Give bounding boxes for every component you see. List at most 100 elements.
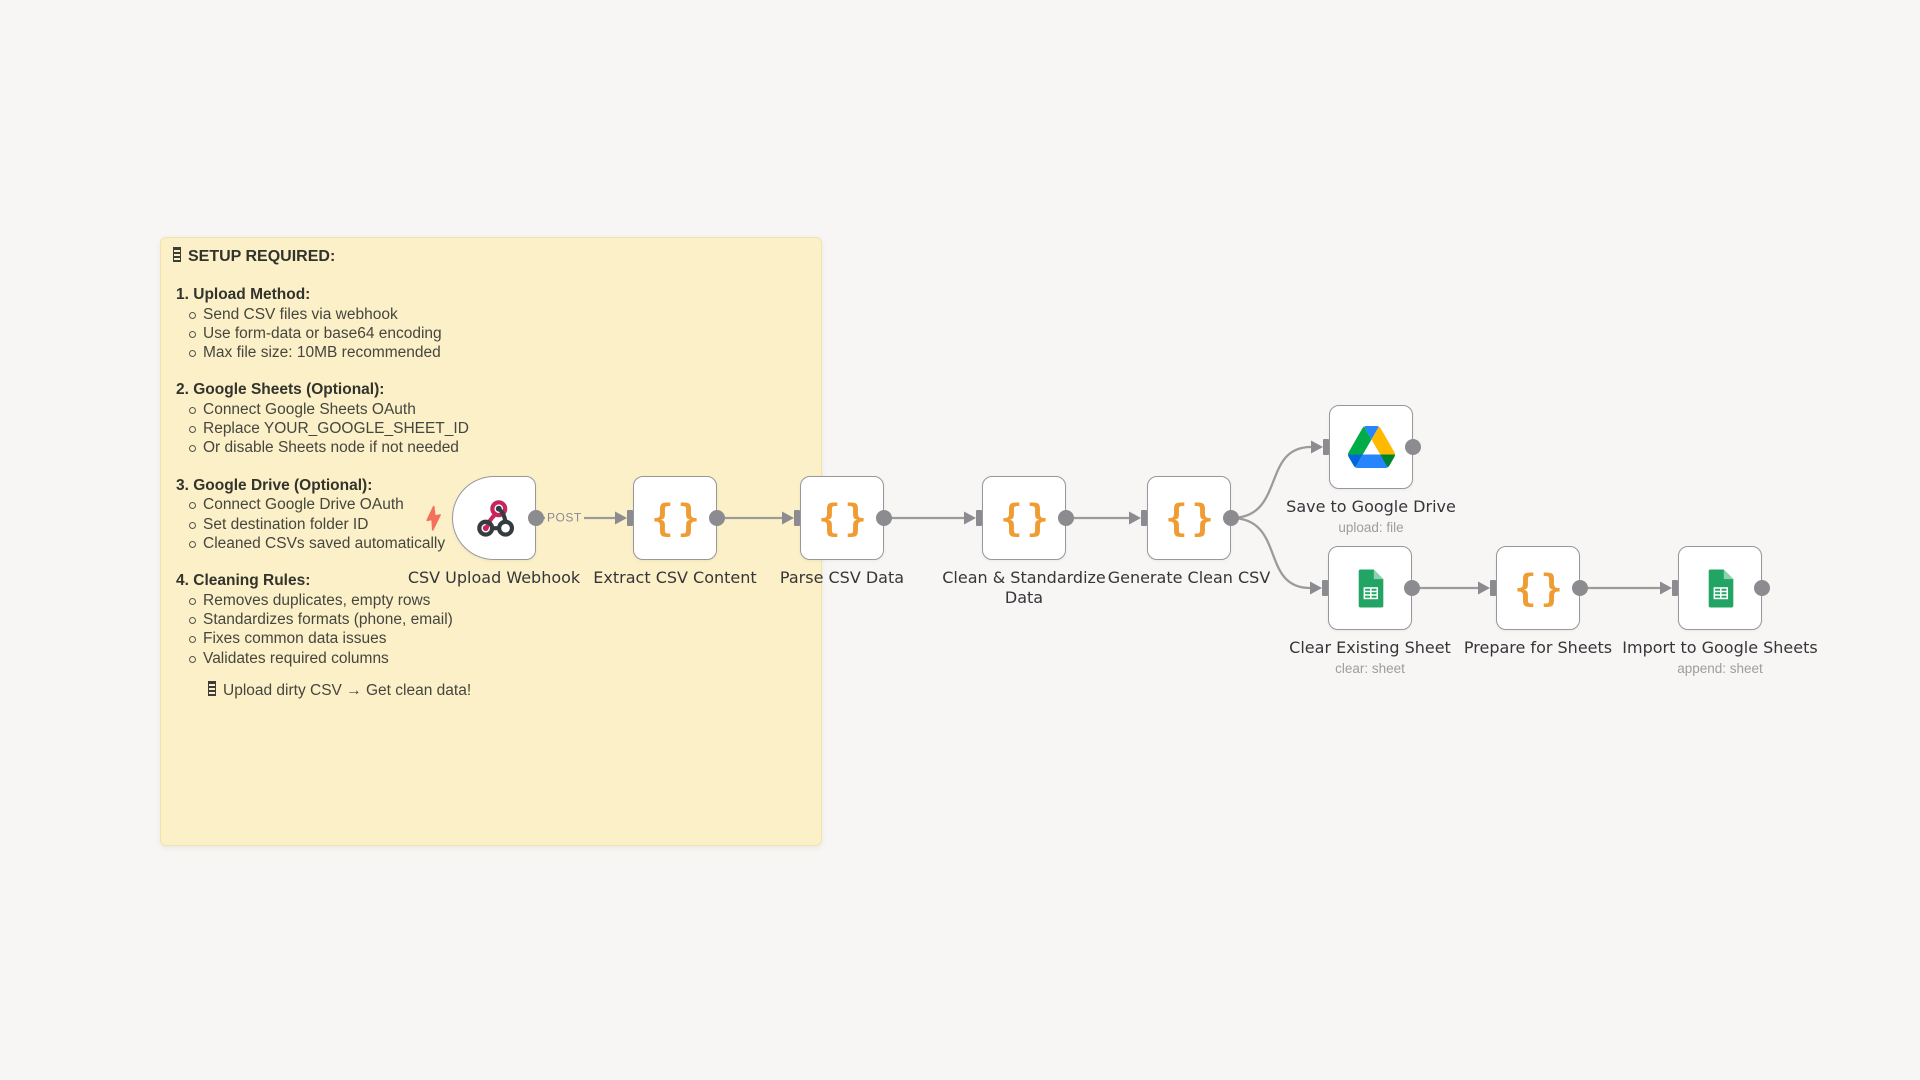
input-port-generate-clean-csv[interactable] (1141, 510, 1147, 526)
code-icon: {} (651, 496, 704, 540)
sticky-title-text: SETUP REQUIRED: (188, 248, 336, 265)
setup-bullet: Connect Google Sheets OAuth (173, 400, 809, 419)
output-port-parse-csv-data[interactable] (876, 510, 892, 526)
output-port-save-to-google-drive[interactable] (1405, 439, 1421, 455)
setup-section-name: Google Drive (Optional): (193, 476, 373, 494)
sticky-note-footer: Upload dirty CSV → Get clean data! (208, 680, 809, 700)
output-port-generate-clean-csv[interactable] (1223, 510, 1239, 526)
node-box[interactable] (1678, 546, 1762, 630)
setup-bullet: Validates required columns (173, 649, 809, 668)
connection-arrowhead (964, 511, 976, 525)
input-port-extract-csv-content[interactable] (627, 510, 633, 526)
workflow-node-csv-upload-webhook[interactable]: CSV Upload Webhook (408, 476, 580, 587)
setup-section-name: Cleaning Rules: (193, 572, 311, 590)
setup-section-number: 2. (176, 381, 189, 399)
node-box[interactable] (452, 476, 536, 560)
workflow-node-prepare-for-sheets[interactable]: {} Prepare for Sheets (1464, 546, 1612, 657)
node-label: Generate Clean CSV (1107, 568, 1271, 587)
google-sheets-icon (1350, 568, 1391, 609)
output-port-prepare-for-sheets[interactable] (1572, 580, 1588, 596)
code-icon: {} (1165, 496, 1218, 540)
node-subtitle: append: sheet (1677, 661, 1763, 676)
node-label: Clear Existing Sheet (1289, 638, 1451, 657)
code-icon: {} (818, 496, 871, 540)
setup-bullet: Or disable Sheets node if not needed (173, 438, 809, 457)
input-port-prepare-for-sheets[interactable] (1490, 580, 1496, 596)
node-caption: Parse CSV Data (727, 568, 957, 588)
workflow-node-import-to-google-sheets[interactable]: Import to Google Sheets append: sheet (1622, 546, 1818, 676)
code-icon: {} (1514, 566, 1567, 610)
node-label: Parse CSV Data (779, 568, 905, 587)
output-port-extract-csv-content[interactable] (709, 510, 725, 526)
node-box[interactable]: {} (800, 476, 884, 560)
node-box[interactable]: {} (633, 476, 717, 560)
node-box[interactable]: {} (982, 476, 1066, 560)
code-icon: {} (1000, 496, 1053, 540)
node-box[interactable]: {} (1496, 546, 1580, 630)
missing-glyph-icon (208, 680, 216, 696)
input-port-clean-standardize-data[interactable] (976, 510, 982, 526)
missing-glyph-icon (173, 247, 181, 262)
setup-section-1: 1. Upload Method: Send CSV files via web… (173, 285, 809, 362)
output-port-csv-upload-webhook[interactable] (528, 510, 544, 526)
output-port-clean-standardize-data[interactable] (1058, 510, 1074, 526)
workflow-node-clear-existing-sheet[interactable]: Clear Existing Sheet clear: sheet (1289, 546, 1451, 676)
node-label: Clean & Standardize Data (942, 568, 1106, 607)
node-box[interactable] (1328, 546, 1412, 630)
connection-label-post: POST (545, 510, 584, 525)
connection-arrowhead (1660, 581, 1672, 595)
connection-arrowhead (1310, 581, 1322, 595)
setup-bullet: Cleaned CSVs saved automatically (173, 534, 809, 553)
setup-bullet: Removes duplicates, empty rows (173, 591, 809, 610)
node-caption: Clear Existing Sheet clear: sheet (1255, 638, 1485, 676)
node-caption: CSV Upload Webhook (379, 568, 609, 588)
workflow-node-clean-standardize-data[interactable]: {} Clean & Standardize Data (942, 476, 1106, 607)
workflow-node-save-to-google-drive[interactable]: Save to Google Drive upload: file (1286, 405, 1456, 535)
setup-section-name: Google Sheets (Optional): (193, 381, 385, 399)
node-caption: Extract CSV Content (560, 568, 790, 588)
node-label: CSV Upload Webhook (407, 568, 581, 587)
setup-section-name: Upload Method: (193, 286, 311, 303)
setup-section-title: 4. Cleaning Rules: (173, 571, 809, 591)
setup-bullet: Set destination folder ID (173, 515, 809, 534)
setup-bullet: Standardizes formats (phone, email) (173, 610, 809, 629)
setup-bullet: Send CSV files via webhook (173, 305, 809, 324)
node-box[interactable]: {} (1147, 476, 1231, 560)
input-port-clear-existing-sheet[interactable] (1322, 580, 1328, 596)
output-port-clear-existing-sheet[interactable] (1404, 580, 1420, 596)
setup-section-number: 1. (176, 286, 189, 303)
node-subtitle: clear: sheet (1335, 661, 1405, 676)
node-caption: Generate Clean CSV (1074, 568, 1304, 588)
setup-bullet: Fixes common data issues (173, 629, 809, 648)
setup-bullet: Max file size: 10MB recommended (173, 343, 809, 362)
workflow-node-extract-csv-content[interactable]: {} Extract CSV Content (593, 476, 757, 587)
node-caption: Clean & Standardize Data (932, 568, 1117, 608)
input-port-parse-csv-data[interactable] (794, 510, 800, 526)
lightning-bolt-icon (422, 504, 447, 533)
setup-section-title: 2. Google Sheets (Optional): (173, 380, 809, 400)
setup-instructions: 1. Upload Method: Send CSV files via web… (173, 285, 809, 668)
workflow-node-generate-clean-csv[interactable]: {} Generate Clean CSV (1108, 476, 1270, 587)
setup-bullet: Connect Google Drive OAuth (173, 495, 809, 514)
output-port-import-to-google-sheets[interactable] (1754, 580, 1770, 596)
node-label: Save to Google Drive (1286, 497, 1456, 516)
setup-bullet: Replace YOUR_GOOGLE_SHEET_ID (173, 419, 809, 438)
node-label: Prepare for Sheets (1463, 638, 1613, 657)
input-port-import-to-google-sheets[interactable] (1672, 580, 1678, 596)
workflow-node-parse-csv-data[interactable]: {} Parse CSV Data (780, 476, 904, 587)
google-sheets-icon (1700, 568, 1741, 609)
node-box[interactable] (1329, 405, 1413, 489)
input-port-save-to-google-drive[interactable] (1323, 439, 1329, 455)
google-drive-icon (1347, 426, 1395, 468)
sticky-footer-text: Upload dirty CSV → Get clean data! (223, 681, 472, 699)
setup-section-number: 3. (176, 476, 189, 494)
setup-section-title: 3. Google Drive (Optional): (173, 476, 809, 496)
webhook-icon (472, 496, 517, 541)
node-caption: Save to Google Drive upload: file (1256, 497, 1486, 535)
setup-section-2: 2. Google Sheets (Optional): Connect Goo… (173, 380, 809, 457)
node-label: Import to Google Sheets (1622, 638, 1818, 657)
setup-section-3: 3. Google Drive (Optional): Connect Goog… (173, 476, 809, 553)
node-subtitle: upload: file (1338, 520, 1404, 535)
